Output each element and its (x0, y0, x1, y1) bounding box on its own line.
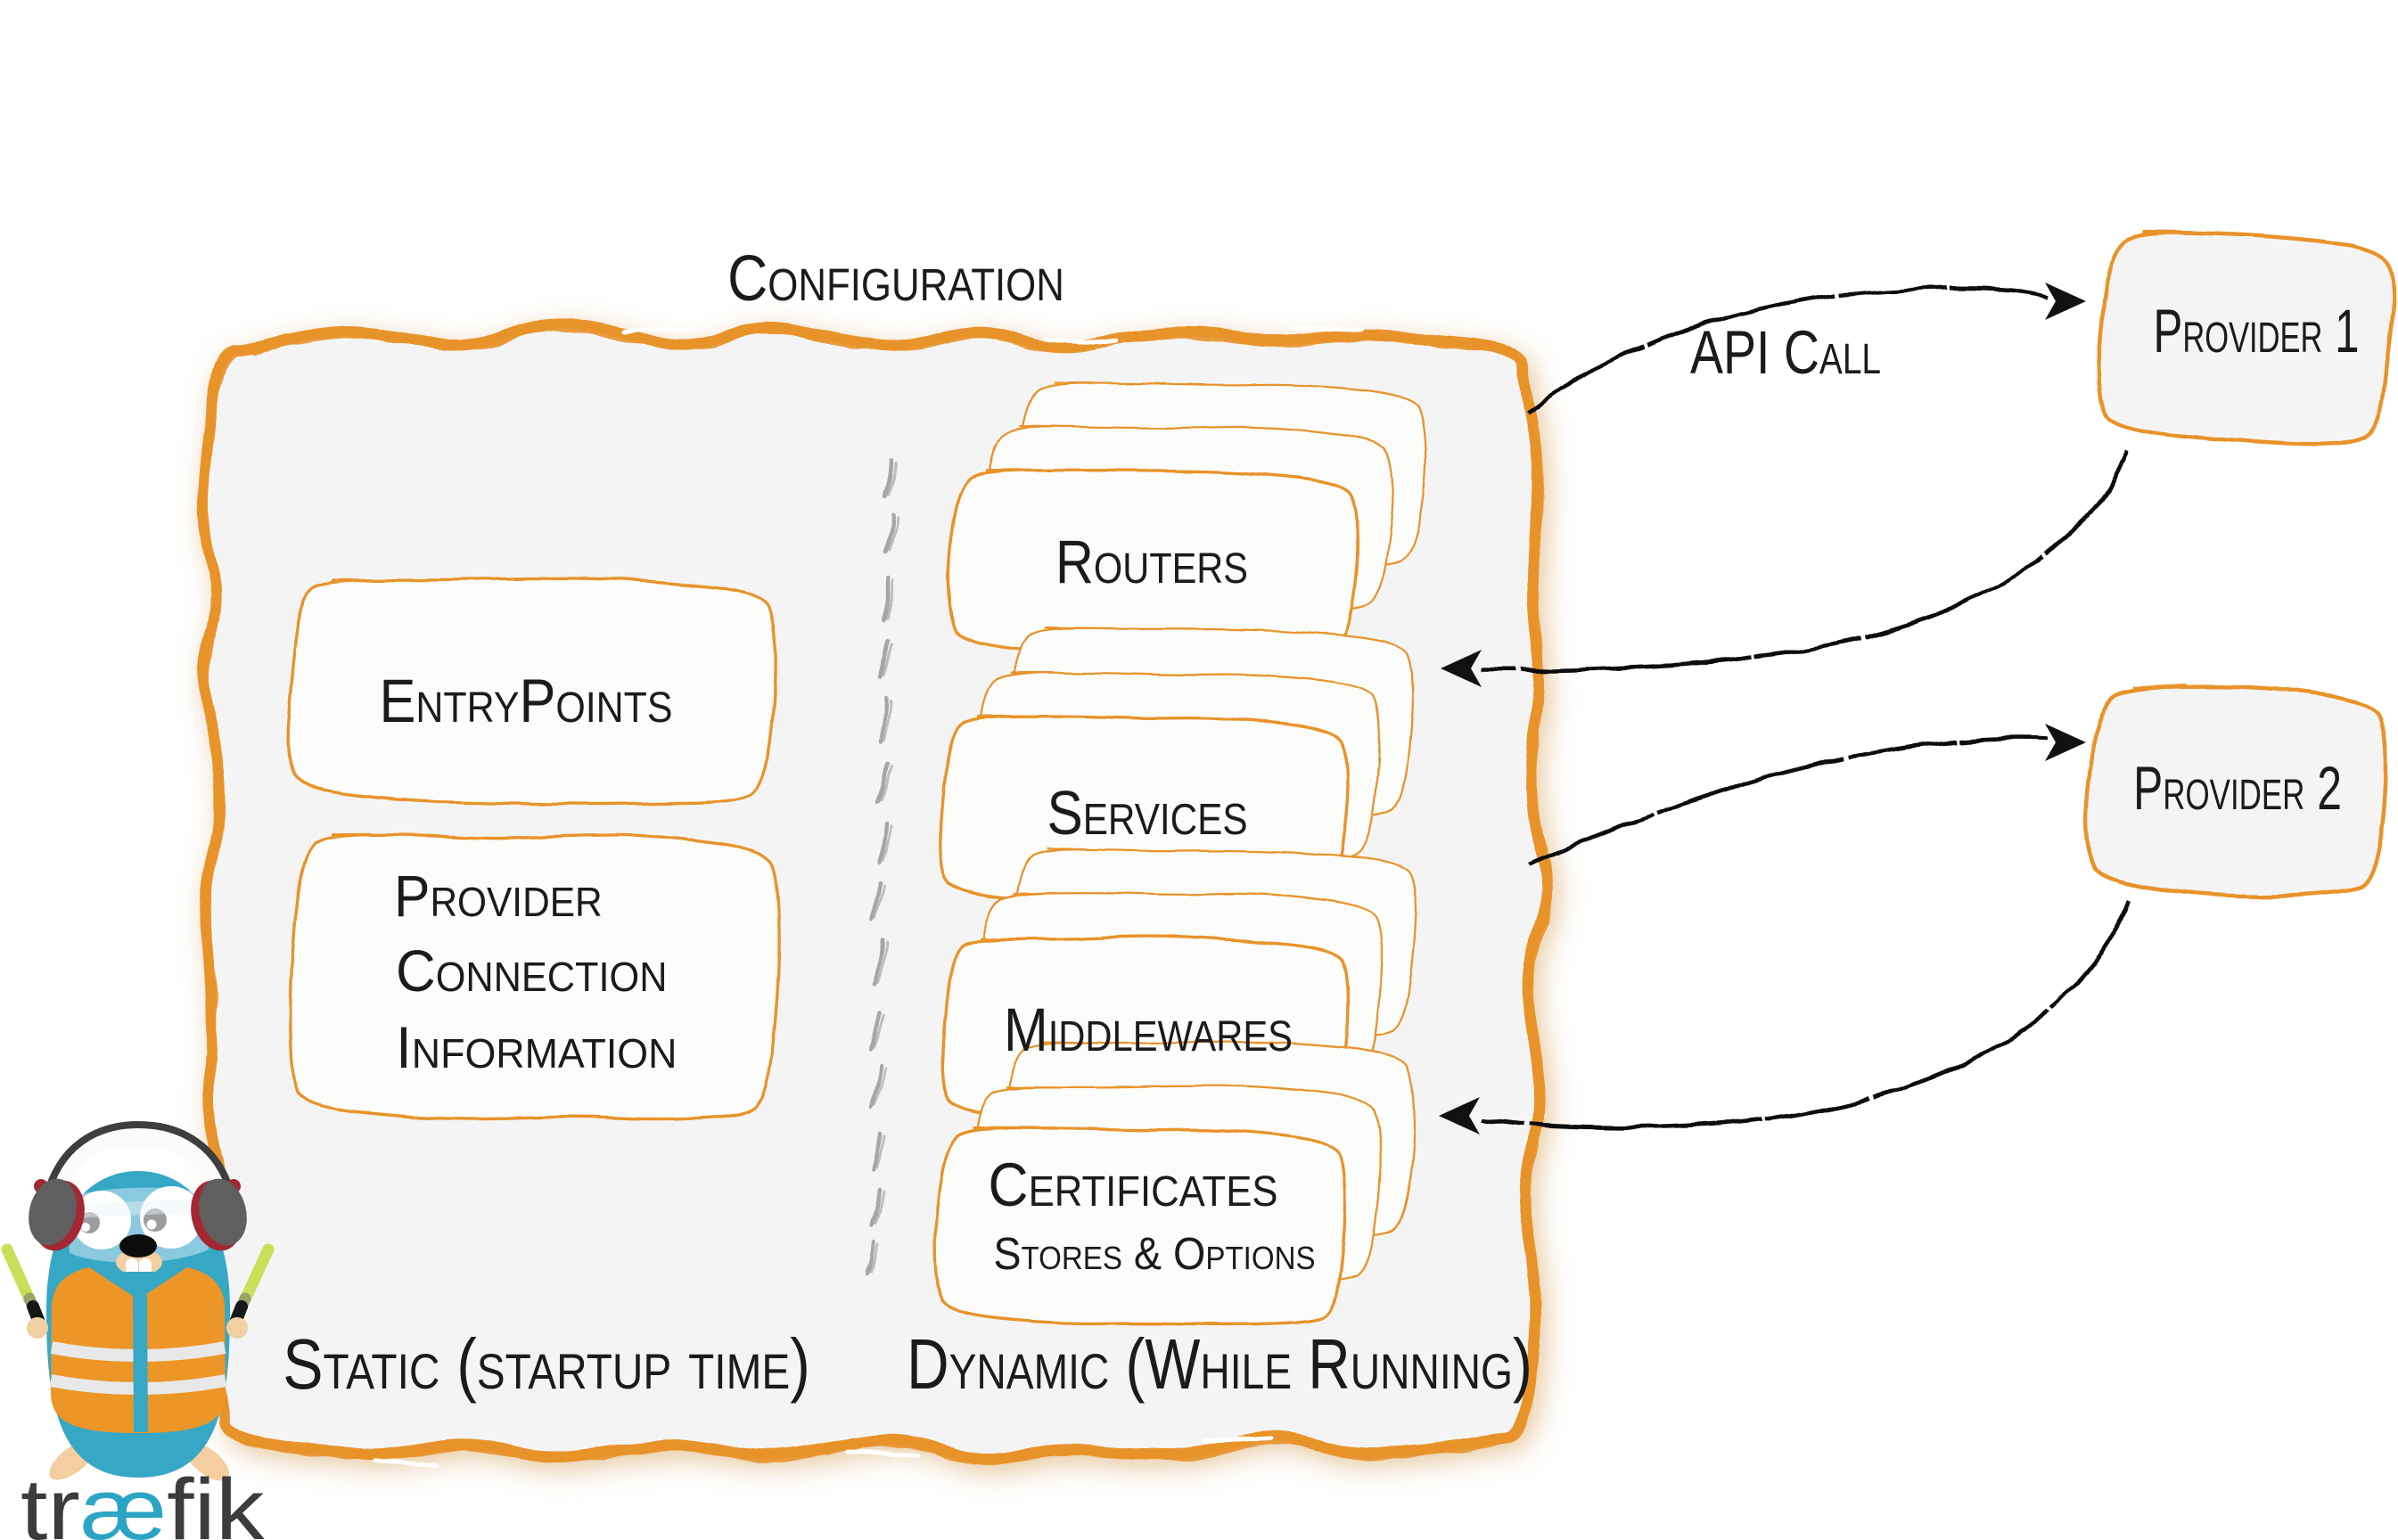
svg-text:træfik: træfik (21, 1460, 266, 1540)
